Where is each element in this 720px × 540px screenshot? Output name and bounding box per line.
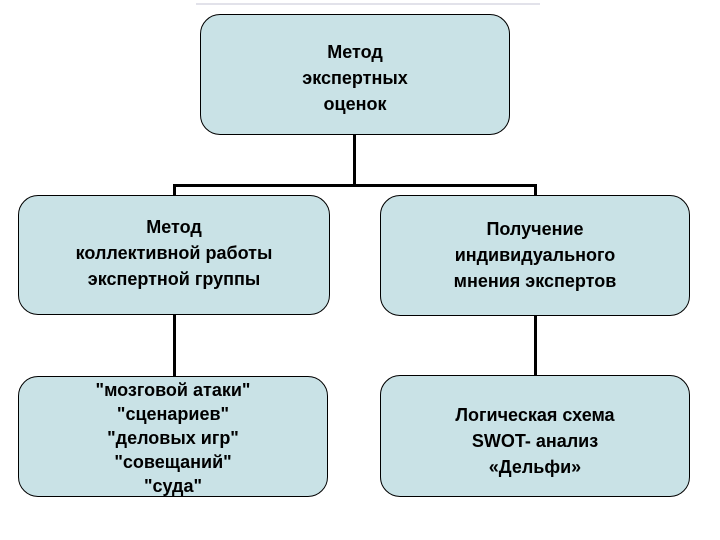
node-text-line: "совещаний" <box>114 452 232 472</box>
node-collective-work-method: Метод коллективной работы экспертной гру… <box>18 195 330 315</box>
node-text-line: Получение <box>486 219 584 239</box>
node-collective-methods-list: "мозговой атаки" "сценариев" "деловых иг… <box>18 376 328 497</box>
connector-left-drop <box>173 184 176 196</box>
connector-right-drop <box>534 184 537 196</box>
node-text-line: оценок <box>323 94 387 114</box>
node-expert-evaluation-method: Метод экспертных оценок <box>200 14 510 135</box>
connector-horizontal-bar <box>173 184 537 187</box>
node-individual-opinion: Получение индивидуального мнения эксперт… <box>380 195 690 316</box>
node-text-line: Метод <box>146 217 202 237</box>
node-text-line: "мозговой атаки" <box>95 380 251 400</box>
node-text-line: Метод <box>327 42 383 62</box>
node-text-line: коллективной работы <box>75 243 273 263</box>
top-divider-line <box>196 3 540 5</box>
node-text-line: SWOT- анализ <box>471 431 599 451</box>
node-text-line: "деловых игр" <box>107 428 239 448</box>
connector-root-vertical <box>353 134 356 187</box>
node-text-line: мнения экспертов <box>453 271 617 291</box>
node-individual-methods-list: Логическая схема SWOT- анализ «Дельфи» <box>380 375 690 497</box>
node-text-line: экспертной группы <box>87 269 261 289</box>
node-text-line: "сценариев" <box>116 404 230 424</box>
node-text-line: Логическая схема <box>455 405 615 425</box>
connector-left-branch-to-leaf <box>173 314 176 377</box>
node-text-line: экспертных <box>302 68 408 88</box>
node-text-line: индивидуального <box>454 245 616 265</box>
node-text-line: «Дельфи» <box>488 457 582 477</box>
node-text-line: "суда" <box>143 476 203 496</box>
connector-right-branch-to-leaf <box>534 315 537 376</box>
